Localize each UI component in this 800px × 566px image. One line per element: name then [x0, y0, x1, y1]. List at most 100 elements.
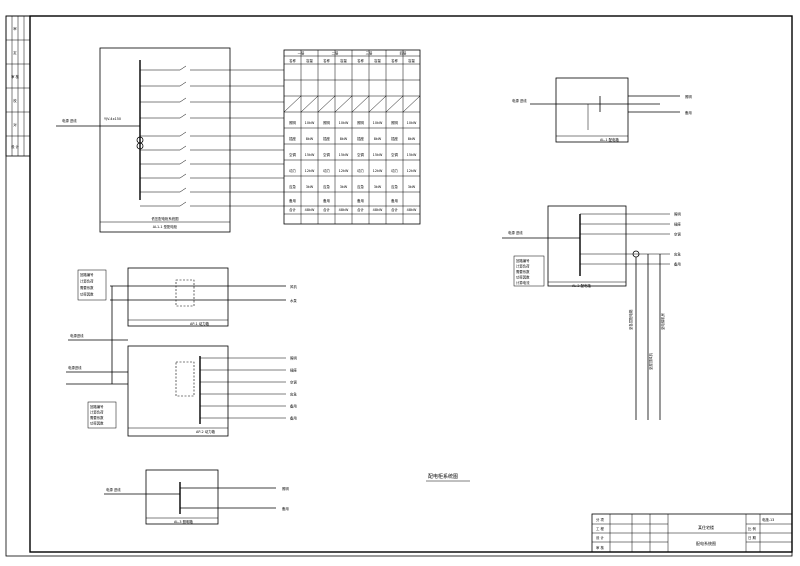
- table-cell: 10kW: [305, 121, 315, 125]
- table-cell: 应急: [357, 184, 364, 189]
- vlabel-1: 至屋顶风机: [648, 352, 653, 370]
- table-total-cell: 48kW: [373, 208, 383, 212]
- table-cell: 8kW: [408, 137, 416, 141]
- table-subheader: 容量: [408, 58, 415, 63]
- main-circuit-breaker: [179, 113, 187, 119]
- main-circuit-breaker: [179, 187, 187, 193]
- main-circuits: [140, 65, 284, 207]
- main-circuit-breaker: [179, 65, 187, 71]
- lmb-out-label: 空调: [290, 380, 297, 385]
- table-subheader: 名称: [323, 58, 330, 63]
- table-cell: 15kW: [407, 153, 417, 157]
- table-total-cell: 合计: [323, 207, 330, 212]
- table-cell: 15kW: [305, 153, 315, 157]
- table-slash: [402, 95, 421, 113]
- table-cell: 插座: [357, 136, 364, 141]
- tb-project: 某住宅楼: [698, 524, 714, 530]
- main-circuit-breaker: [179, 145, 187, 151]
- main-circuit-breaker: [179, 131, 187, 137]
- table-cell: 应急: [289, 184, 296, 189]
- lmt-out-1: 水泵: [290, 298, 297, 303]
- tb-label-1: 工 程: [596, 526, 604, 531]
- rm-legend-item: 计算电流: [516, 280, 530, 285]
- main-panel: 低压配电柜系统图 AL1-1 型配电柜 电源 进线 YJV-4x150: [56, 47, 231, 233]
- lmt-footer: AP-1 动力箱: [190, 321, 210, 326]
- tb-label-3: 审 核: [596, 545, 604, 550]
- table-total-cell: 合计: [357, 207, 364, 212]
- lmt-incoming: 电源进线: [70, 333, 84, 338]
- table-cell: 空调: [289, 152, 296, 157]
- rt-out2: 备用: [685, 110, 692, 115]
- bs-out-0: 照明: [282, 487, 289, 491]
- table-cell: 动力: [357, 168, 364, 173]
- table-subheader: 容量: [306, 58, 313, 63]
- tb-title: 配电系统图: [696, 540, 716, 546]
- rm-out-label: 插座: [674, 222, 681, 227]
- table-slash: [317, 95, 336, 113]
- lmb-legend-item: 回路编号: [90, 404, 104, 409]
- tb-date: 日 期: [748, 535, 756, 540]
- side-label-5: 设 计: [11, 144, 19, 149]
- main-incoming-label: 电源 进线: [62, 118, 77, 123]
- rm-incoming: 电源 进线: [508, 230, 523, 235]
- lmb-out-label: 应急: [290, 392, 297, 397]
- table-cell: 备用: [323, 198, 330, 203]
- tb-label-0: 分 项: [596, 517, 604, 522]
- table-slash: [368, 95, 387, 113]
- table-cell: 15kW: [373, 153, 383, 157]
- lmb-footer: AP-2 动力箱: [196, 429, 216, 434]
- inner-frame: [29, 15, 793, 553]
- tb-scale: 比 例: [748, 526, 756, 531]
- side-label-3: 校: [13, 98, 17, 103]
- table-total-cell: 合计: [289, 207, 296, 212]
- table-cell: 3kW: [374, 185, 382, 189]
- table-subheader: 容量: [340, 58, 347, 63]
- table-group-header: 四层: [400, 51, 407, 56]
- lmt-legend-item: 需要系数: [80, 285, 94, 290]
- table-cell: 备用: [357, 198, 364, 203]
- lmb-legend-item: 功率因数: [90, 421, 104, 426]
- bottom-small-panel: 电源 进线 照明 备用 AL-3 照明箱: [104, 469, 289, 525]
- rt-footer: AL-1 配电箱: [600, 137, 619, 142]
- rm-legend-item: 回路编号: [516, 258, 530, 263]
- table-cell: 空调: [323, 152, 330, 157]
- table-cell: 空调: [357, 152, 364, 157]
- center-note: 配电柜系统图: [428, 473, 458, 480]
- table-cell: 10kW: [339, 121, 349, 125]
- lmt-legend-item: 功率因数: [80, 292, 94, 297]
- rm-out-label: 应急: [674, 252, 681, 257]
- table-cell: 应急: [391, 184, 398, 189]
- lmb-legend-item: 需要系数: [90, 415, 104, 420]
- table-group-header: 三层: [366, 51, 373, 56]
- table-subheader: 名称: [357, 58, 364, 63]
- rt-incoming: 电源 进线: [512, 98, 527, 103]
- table-cell: 12kW: [373, 169, 383, 173]
- table-subheader: 容量: [374, 58, 381, 63]
- lmb-out-label: 备用: [290, 416, 297, 421]
- tb-label-2: 设 计: [596, 535, 604, 540]
- table-cell: 10kW: [407, 121, 417, 125]
- table-subheader: 名称: [391, 58, 398, 63]
- lmb-out-label: 插座: [290, 368, 297, 373]
- table-cell: 动力: [391, 168, 398, 173]
- table-cell: 动力: [323, 168, 330, 173]
- table-cell: 照明: [391, 121, 398, 125]
- rm-legend-item: 功率因数: [516, 275, 530, 280]
- main-circuit-breaker: [179, 173, 187, 179]
- main-circuit-breaker: [179, 159, 187, 165]
- table-slash: [300, 95, 319, 113]
- right-top-panel: 电源 进线 照明 备用 AL-1 配电箱: [512, 77, 692, 143]
- main-footer-2: AL1-1 型配电柜: [153, 224, 178, 229]
- table-cell: 12kW: [407, 169, 417, 173]
- table-cell: 插座: [323, 136, 330, 141]
- rm-legend-item: 计算负荷: [516, 264, 530, 269]
- table-cell: 照明: [323, 121, 330, 125]
- table-cell: 3kW: [408, 185, 416, 189]
- table-total-cell: 48kW: [305, 208, 315, 212]
- table-cell: 动力: [289, 168, 296, 173]
- table-cell: 备用: [289, 198, 296, 203]
